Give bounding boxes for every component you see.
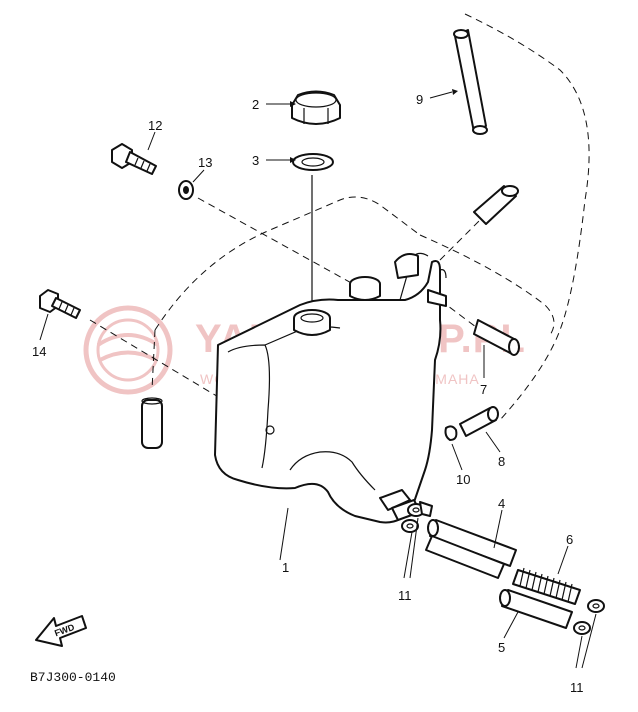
filler-neck [293, 309, 331, 336]
callout-8: 8 [498, 454, 505, 469]
assembly-line-hose-7 [439, 299, 481, 331]
callout-11-upper: 11 [398, 588, 412, 603]
callout-6: 6 [566, 532, 573, 547]
short-pipe-left [141, 397, 163, 449]
callout-labels: 1 2 3 4 5 6 7 8 9 10 11 11 12 13 14 [32, 92, 584, 695]
forward-arrow-icon: FWD [35, 615, 87, 647]
callout-13: 13 [198, 155, 212, 170]
assembly-line-washer [197, 197, 356, 286]
hose-8 [459, 406, 499, 437]
callout-5: 5 [498, 640, 505, 655]
callout-3: 3 [252, 153, 259, 168]
tank-ghost-line-2 [419, 234, 555, 336]
bolt-12 [111, 143, 157, 175]
bolt-14 [39, 289, 81, 319]
hose-segment-upper [473, 185, 519, 225]
clamps-11-lower [573, 599, 605, 635]
hose-lower-left [425, 535, 505, 579]
watermark-logo-icon [83, 305, 173, 395]
oil-tank [214, 252, 447, 524]
callout-12: 12 [148, 118, 162, 133]
callout-7: 7 [480, 382, 487, 397]
clamps-11-upper [401, 501, 433, 533]
filler-cap [291, 90, 341, 125]
spring-6 [512, 567, 581, 605]
callout-1: 1 [282, 560, 289, 575]
callout-14: 14 [32, 344, 46, 359]
assembly-line-pipe [151, 329, 156, 391]
hose-9 [453, 29, 488, 135]
tank-ghost-outline [154, 196, 421, 331]
hose-7 [473, 319, 520, 356]
assembly-line-hose-9 [439, 219, 481, 261]
callout-2: 2 [252, 97, 259, 112]
callout-4: 4 [498, 496, 505, 511]
hose-5 [499, 589, 573, 629]
breather-fitting [349, 253, 447, 307]
leader-lines [39, 89, 597, 669]
clip-10 [444, 425, 458, 441]
callout-11-lower: 11 [570, 680, 584, 695]
washer-13 [178, 180, 194, 200]
callout-9: 9 [416, 92, 423, 107]
cap-gasket [292, 153, 334, 171]
hose-4 [427, 519, 517, 567]
diagram-code: B7J300-0140 [30, 670, 116, 685]
tank-mount-hole [265, 425, 275, 435]
callout-10: 10 [456, 472, 470, 487]
